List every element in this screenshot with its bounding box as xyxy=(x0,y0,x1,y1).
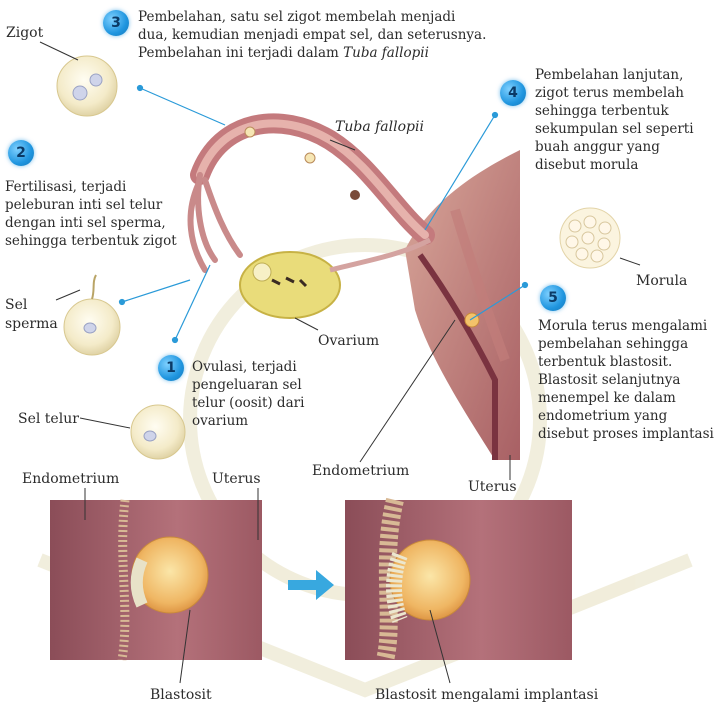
label-endometrium-right: Endometrium xyxy=(312,462,409,480)
label-morula: Morula xyxy=(636,272,687,290)
step-3-line: Pembelahan ini terjadi dalam Tuba fallop… xyxy=(138,44,498,62)
step-3-line: dua, kemudian menjadi empat sel, dan set… xyxy=(138,26,498,44)
label-endometrium-left: Endometrium xyxy=(22,470,119,488)
step-5-text: Morula terus mengalami pembelahan sehing… xyxy=(538,317,723,443)
step-badge-3: 3 xyxy=(103,10,129,36)
implantation-panel-right xyxy=(345,500,572,660)
step-3-text: Pembelahan, satu sel zigot membelah menj… xyxy=(138,8,498,62)
uterus-illustration xyxy=(405,150,520,460)
label-uterus-left: Uterus xyxy=(212,470,261,488)
morula-illustration xyxy=(560,208,620,268)
egg-cell-illustration xyxy=(131,405,185,459)
step-badge-2: 2 xyxy=(8,140,34,166)
label-sel-telur: Sel telur xyxy=(18,410,79,428)
label-uterus-right: Uterus xyxy=(468,478,517,496)
step-3-line: Pembelahan, satu sel zigot membelah menj… xyxy=(138,8,498,26)
step-4-text: Pembelahan lanjutan, zigot terus membela… xyxy=(535,66,720,174)
label-blastosit-implantasi: Blastosit mengalami implantasi xyxy=(375,686,598,704)
label-sel-sperma: Sel sperma xyxy=(5,296,58,334)
label-blastosit: Blastosit xyxy=(150,686,212,704)
step-badge-4: 4 xyxy=(500,80,526,106)
label-ovarium: Ovarium xyxy=(318,332,379,350)
implantation-panel-left xyxy=(50,500,262,660)
step-2-text: Fertilisasi, terjadi peleburan inti sel … xyxy=(5,178,190,250)
label-tuba-fallopii: Tuba fallopii xyxy=(335,118,424,136)
step-badge-1: 1 xyxy=(158,355,184,381)
step-1-text: Ovulasi, terjadi pengeluaran sel telur (… xyxy=(192,358,342,430)
label-zigot: Zigot xyxy=(6,24,43,42)
fertilization-illustration xyxy=(64,275,120,355)
zygote-illustration xyxy=(57,56,117,116)
step-badge-5: 5 xyxy=(540,285,566,311)
